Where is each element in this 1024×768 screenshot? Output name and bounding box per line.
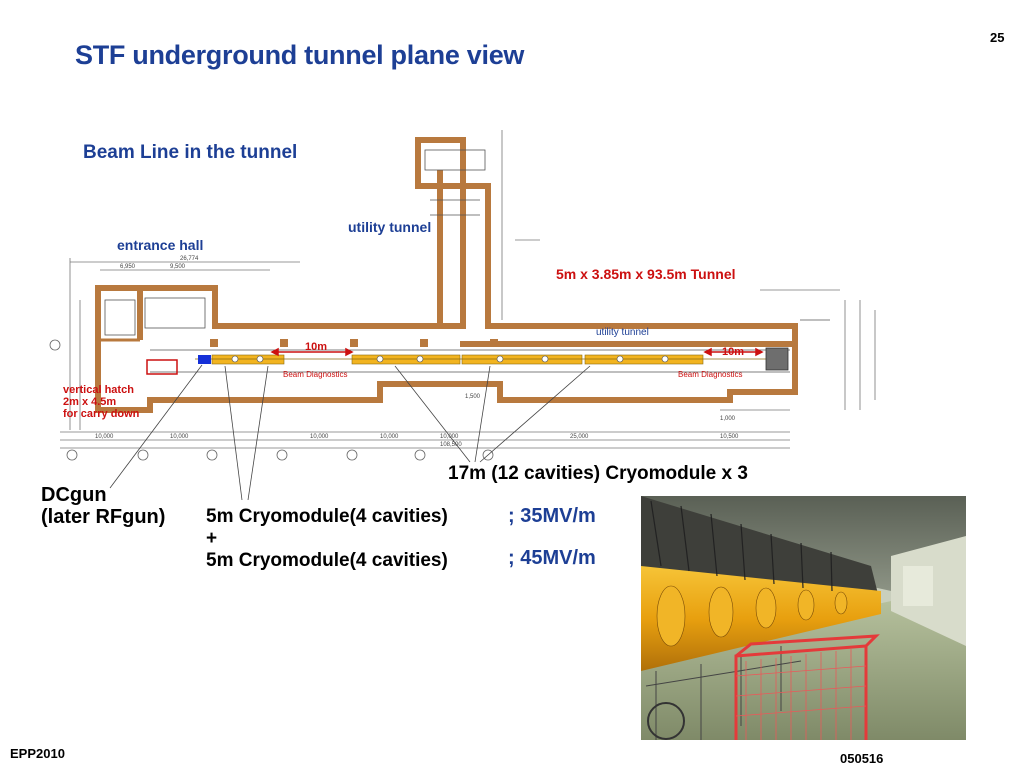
field-35-label: ; 35MV/m [508, 505, 596, 527]
ten-m-right-label: 10m [722, 346, 745, 358]
beam-diagnostics-left-label: Beam Diagnostics [283, 370, 348, 379]
field-45-label: ; 45MV/m [508, 547, 596, 569]
beam-dump [765, 347, 789, 371]
tunnel-dimensions-label: 5m x 3.85m x 93.5m Tunnel [556, 266, 736, 282]
svg-text:10,000: 10,000 [310, 434, 329, 440]
cryomodule-5m [211, 354, 285, 365]
red-cart [734, 634, 880, 740]
dimension-lines [60, 130, 876, 449]
inner-detail-lines [104, 149, 830, 373]
cryo5m-line2: 5m Cryomodule(4 cavities) [206, 550, 448, 571]
pointer-lines [109, 364, 591, 501]
utility-tunnel-inner-label: utility tunnel [596, 327, 649, 338]
dcgun-note: DCgun (later RFgun) [41, 484, 165, 528]
utility-tunnel-upper-label: utility tunnel [348, 219, 432, 235]
cryomodule-17m-1 [351, 354, 461, 365]
cryomodule-beamline [195, 354, 770, 365]
dimension-text: 6,950 9,500 26,774 10,000 10,000 10,000 … [95, 256, 739, 448]
tunnel-walls [95, 137, 798, 413]
footer-left: EPP2010 [10, 746, 65, 761]
svg-text:6,950: 6,950 [120, 264, 136, 270]
page-number: 25 [990, 30, 1005, 45]
entrance-hall-label: entrance hall [117, 237, 204, 253]
svg-text:10,500: 10,500 [720, 434, 739, 440]
svg-text:108,500: 108,500 [440, 442, 462, 448]
vertical-hatch-line1: vertical hatch [63, 384, 134, 396]
vertical-hatch-line3: for carry down [63, 408, 140, 420]
dcgun-line2: (later RFgun) [41, 506, 166, 528]
svg-text:10,000: 10,000 [440, 434, 459, 440]
ten-m-arrows [270, 347, 764, 357]
page-title: STF underground tunnel plane view [75, 40, 525, 70]
vertical-hatch-note: vertical hatch 2m x 4.5m for carry down [63, 384, 139, 420]
svg-text:26,774: 26,774 [180, 256, 199, 262]
svg-text:25,000: 25,000 [570, 434, 589, 440]
cryomodule-17m-label: 17m (12 cavities) Cryomodule x 3 [448, 463, 748, 484]
cryomodule-5m-note: 5m Cryomodule(4 cavities) + 5m Cryomodul… [206, 506, 448, 572]
svg-text:1,000: 1,000 [720, 416, 736, 422]
tunnel-photo [641, 496, 966, 740]
cryomodule-17m-3 [584, 354, 704, 365]
cryo5m-line1: 5m Cryomodule(4 cavities) [206, 506, 448, 527]
footer-right: 050516 [840, 751, 884, 766]
cryomodule-17m-2 [461, 354, 583, 365]
svg-text:10,000: 10,000 [95, 434, 114, 440]
vertical-hatch-line2: 2m x 4.5m [63, 396, 117, 408]
cryo5m-plus: + [206, 528, 218, 549]
ten-m-left-label: 10m [305, 341, 328, 353]
dcgun-block [198, 355, 211, 364]
svg-text:10,000: 10,000 [170, 434, 189, 440]
svg-text:9,500: 9,500 [170, 264, 186, 270]
svg-text:1,500: 1,500 [465, 394, 481, 400]
vertical-hatch-box [146, 359, 178, 375]
support-blocks [210, 339, 498, 347]
beam-line-label: Beam Line in the tunnel [83, 142, 298, 163]
dcgun-line1: DCgun [41, 484, 107, 506]
svg-text:10,000: 10,000 [380, 434, 399, 440]
beam-diagnostics-right-label: Beam Diagnostics [678, 370, 743, 379]
